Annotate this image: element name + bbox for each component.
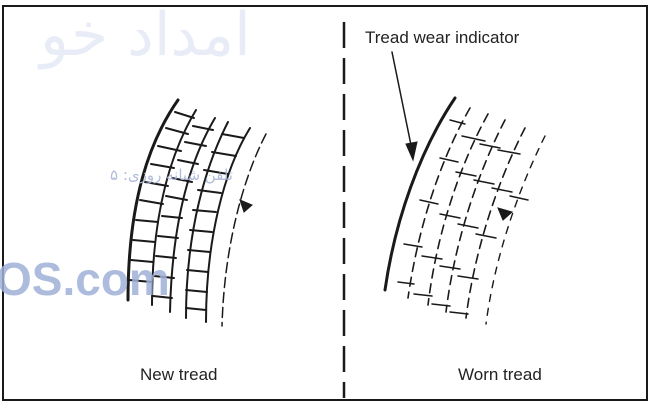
watermark-phone: تلفن شبانه روزی: ۵	[110, 166, 233, 184]
new-tread-wear-marker	[240, 200, 252, 212]
worn-tread-blocks	[398, 120, 528, 314]
callout-arrow-line	[392, 52, 412, 150]
watermark-brand: امداد خو	[40, 0, 251, 70]
worn-tread-caption: Worn tread	[458, 365, 542, 385]
worn-tread-outer-edge	[385, 98, 455, 290]
worn-tread-drawing	[385, 52, 545, 324]
tread-wear-indicator-label: Tread wear indicator	[365, 28, 519, 48]
callout-arrow-head	[406, 142, 417, 160]
new-tread-caption: New tread	[140, 365, 217, 385]
watermark-domain: OS.com	[0, 252, 170, 306]
worn-tread-wear-marker	[498, 208, 512, 220]
